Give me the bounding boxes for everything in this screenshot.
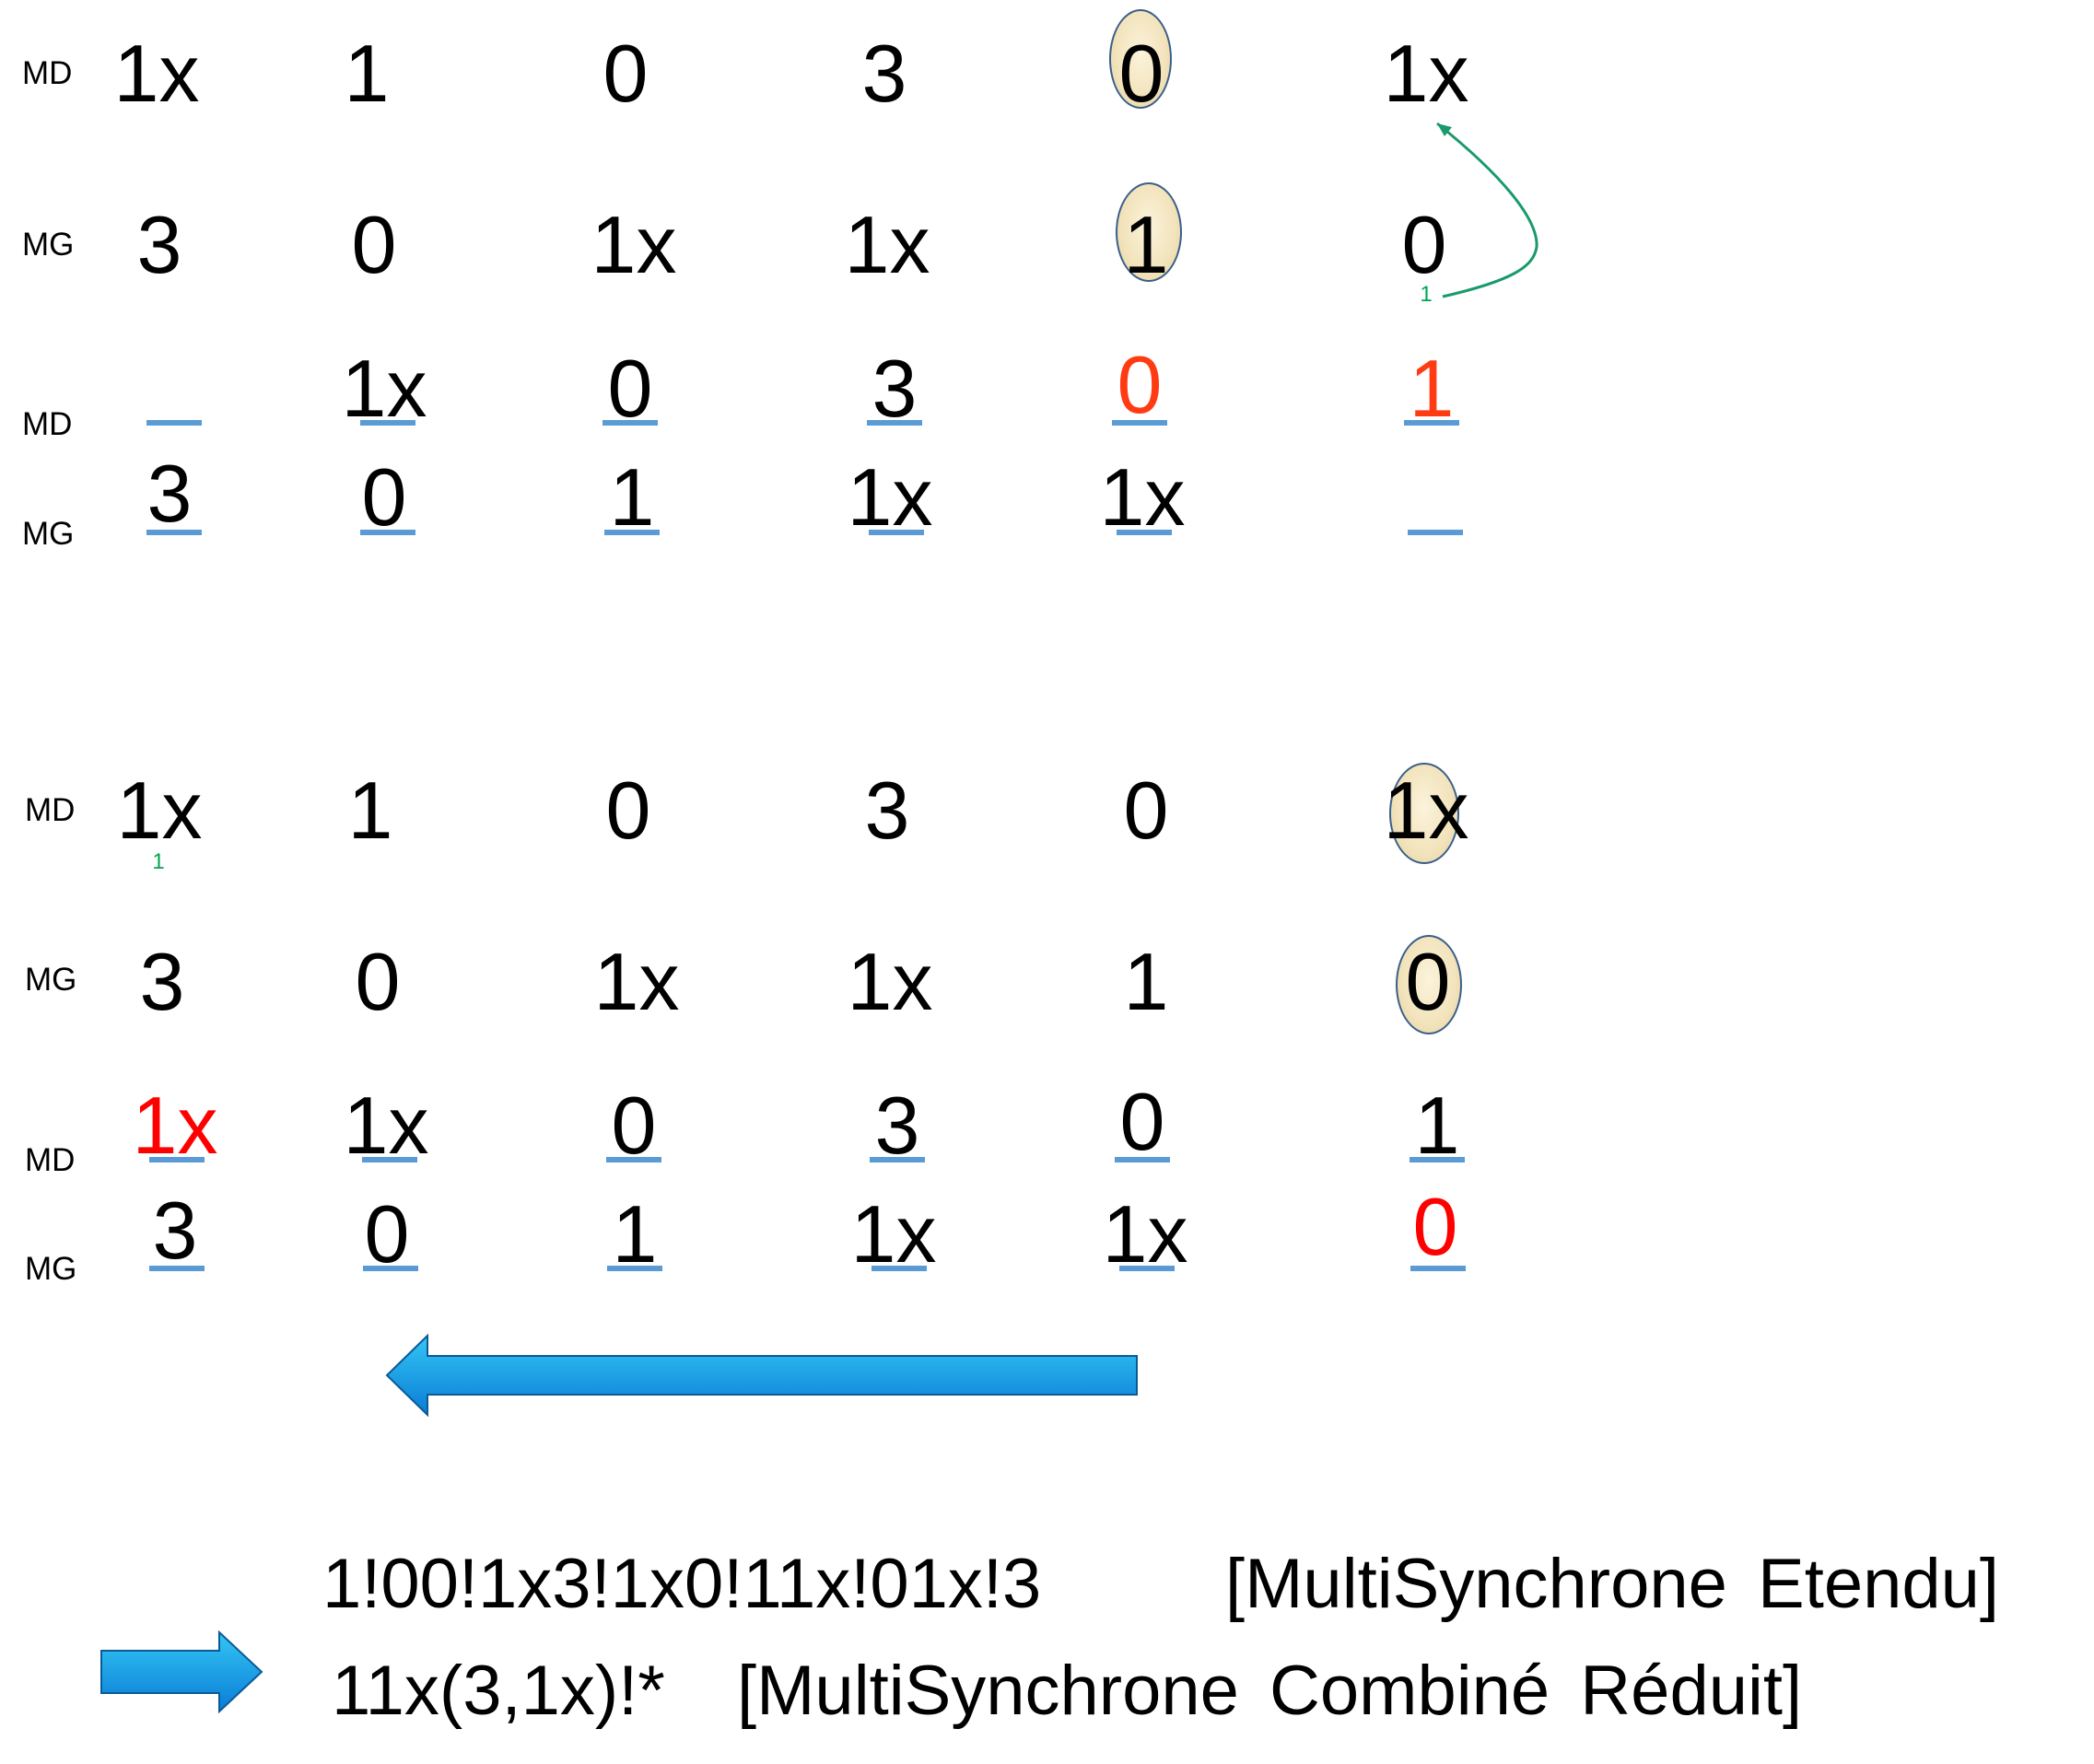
underline [870,1157,925,1162]
md2-cell-red: 1x [132,1080,218,1171]
underline [872,1266,927,1271]
mg-cell: 3 [136,199,182,290]
mg2-cell: 1x [1102,1188,1188,1279]
md2-cell: 1 [1414,1080,1460,1171]
underline [1112,420,1167,426]
md2-cell: 0 [1119,1076,1165,1167]
mg-cell: 1 [1123,936,1169,1027]
md-cell: 1 [347,765,393,856]
mg-cell: 0 [1401,199,1447,290]
result-code-extended: 1!00!1x3!1x0!11x!01x!3 [322,1545,1042,1623]
underline [1117,530,1172,535]
underline [149,1266,205,1271]
highlight-oval [1396,935,1462,1034]
md-cell: 0 [605,765,651,856]
mg-cell: 0 [351,199,397,290]
row-label-mg: MG [25,962,77,998]
underline [146,420,202,426]
right-arrow-icon [100,1630,263,1713]
underline [602,420,658,426]
row-label-md: MD [25,1142,76,1178]
mg2-cell: 1x [1099,451,1186,543]
underline [146,530,202,535]
highlight-oval [1109,9,1172,109]
mg-cell: 0 [355,936,401,1027]
md-cell: 0 [602,28,649,119]
mg-cell: 1 [1123,199,1169,290]
md-cell: 3 [861,28,907,119]
underline [360,530,415,535]
mg-cell: 1x [844,199,930,290]
underline [1404,420,1459,426]
underline [604,530,660,535]
row-label-md: MD [22,55,73,91]
underline [363,1266,418,1271]
md-cell: 1x [116,765,203,856]
md2-cell-red: 0 [1117,339,1163,430]
md2-cell: 3 [874,1080,920,1171]
mg2-cell: 1x [847,451,933,543]
highlight-oval [1389,763,1459,864]
carry-label: 1 [152,849,165,874]
md-cell: 3 [864,765,910,856]
mg-cell: 1x [847,936,933,1027]
result-label-extended: [MultiSynchrone Etendu] [1225,1545,2000,1623]
mg2-cell: 3 [152,1185,198,1276]
mg2-cell: 1x [850,1188,937,1279]
row-label-mg: MG [22,516,75,552]
result-label-reduced: [MultiSynchrone Combiné Réduit] [737,1652,1803,1730]
mg2-cell: 1 [609,451,655,543]
mg-cell: 0 [1405,936,1451,1027]
underline [1410,1157,1465,1162]
mg2-cell: 1 [612,1188,658,1279]
md2-cell: 3 [872,343,918,434]
md-cell: 0 [1118,28,1164,119]
mg2-cell: 0 [364,1188,410,1279]
underline [1408,530,1463,535]
curved-arrow-icon [1436,122,1538,298]
md2-cell: 0 [611,1080,657,1171]
row-label-mg: MG [22,227,75,263]
underline [1410,1266,1466,1271]
md2-cell-red: 1 [1409,343,1455,434]
highlight-oval [1116,182,1182,282]
left-arrow-icon [385,1334,1138,1417]
underline [1115,1157,1170,1162]
md-cell: 1x [113,28,200,119]
underline [606,1157,661,1162]
md2-cell: 1x [343,1080,429,1171]
mg2-cell: 3 [146,448,193,539]
result-code-reduced: 11x(3,1x)!* [332,1652,665,1730]
carry-label: 1 [1420,282,1433,307]
mg-cell: 1x [591,199,677,290]
row-label-mg: MG [25,1251,77,1287]
md2-cell: 0 [607,343,653,434]
md-cell: 1 [344,28,390,119]
mg-cell: 1x [593,936,680,1027]
md2-cell: 1x [341,343,427,434]
underline [360,420,415,426]
underline [869,530,924,535]
underline [149,1157,205,1162]
underline [607,1266,662,1271]
row-label-md: MD [22,406,73,442]
md-cell: 1x [1383,765,1469,856]
mg2-cell: 0 [361,451,407,543]
mg2-cell-red: 0 [1412,1181,1458,1272]
underline [1119,1266,1175,1271]
mg-cell: 3 [139,936,185,1027]
row-label-md: MD [25,792,76,828]
md-cell: 1x [1383,28,1469,119]
underline [867,420,922,426]
underline [362,1157,417,1162]
md-cell: 0 [1123,765,1169,856]
